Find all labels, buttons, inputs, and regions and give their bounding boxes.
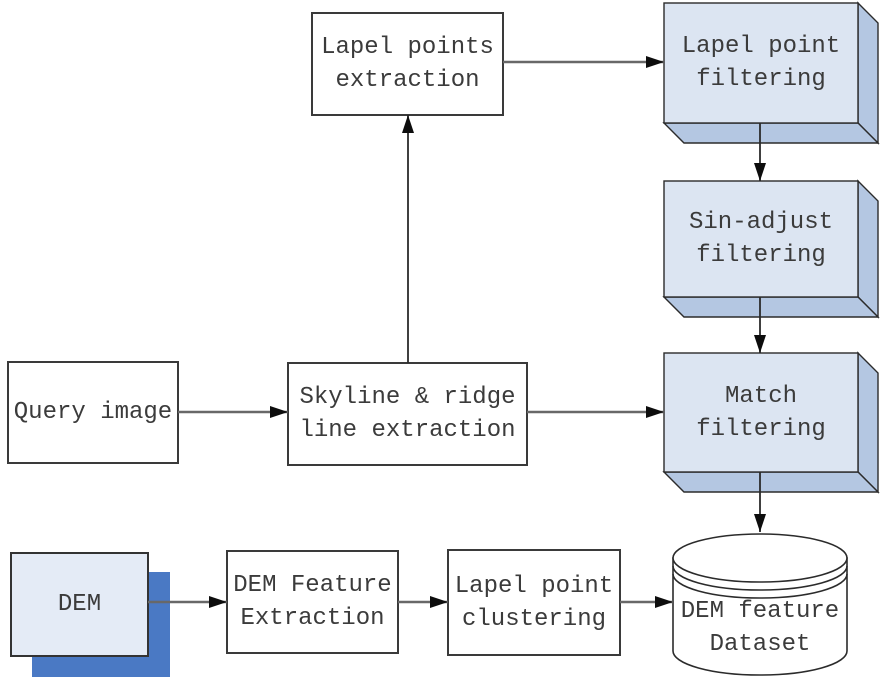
node-match-filtering-shape — [662, 351, 880, 494]
box3d-front-face — [663, 180, 859, 298]
node-skyline-ridge-line-extraction-shape — [287, 362, 528, 466]
flowchart-arrows — [148, 56, 766, 608]
box3d-bottom-face — [662, 296, 880, 318]
dem-rect — [10, 552, 149, 657]
node-dem-feature-extraction-shape — [226, 550, 399, 654]
node-dem-shape — [10, 552, 170, 677]
box3d-bottom-face — [662, 471, 880, 493]
node-dem-feature-dataset-shape — [672, 533, 848, 676]
node-lapel-point-filtering-shape — [662, 1, 880, 145]
node-query-image-shape — [7, 361, 179, 464]
cylinder-ring — [672, 573, 848, 599]
box3d-right-face — [857, 1, 879, 145]
node-lapel-point-clustering-shape — [447, 549, 621, 656]
cylinder-top — [672, 533, 848, 583]
box3d-front-face — [663, 2, 859, 124]
box3d-bottom-face — [662, 122, 880, 144]
box3d-front-face — [663, 352, 859, 473]
cylinder-ring — [672, 565, 848, 591]
box3d-right-face — [857, 179, 879, 319]
box3d-right-face — [857, 351, 879, 494]
node-lapel-points-extraction-shape — [311, 12, 504, 116]
node-sin-adjust-filtering-shape — [662, 179, 880, 319]
